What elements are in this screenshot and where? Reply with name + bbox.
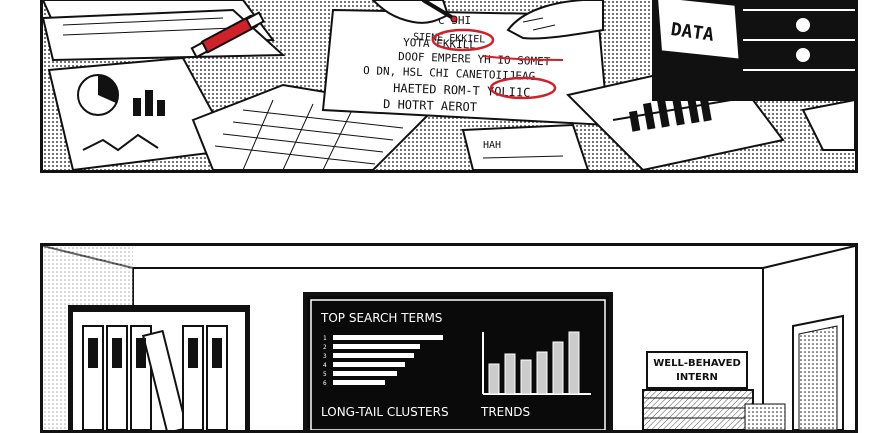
binder-shelf — [68, 305, 250, 430]
rank-bar — [333, 353, 414, 358]
rank-list: 1 2 3 4 5 6 — [323, 335, 443, 387]
doc-line-6: HAETED ROM-T YOLI1C — [393, 81, 531, 100]
intern-stack: WELL-BEHAVED INTERN — [642, 351, 754, 430]
doc-line-5: O DN, HSL CHI CANETOIIJEAG — [363, 64, 536, 83]
rank-bar — [333, 380, 385, 385]
red-underline — [482, 55, 564, 61]
monitor: TOP SEARCH TERMS 1 2 3 4 5 6 LONG-TAIL CLUSTE… — [303, 292, 613, 430]
rank-bar — [333, 362, 405, 367]
corner-paper — [801, 98, 855, 151]
doc-line-2: SIENE EKKIEL — [413, 32, 486, 46]
sign-line-2: INTERN — [676, 372, 718, 383]
monitor-title: TOP SEARCH TERMS — [320, 311, 442, 325]
hand-holding-pen — [371, 0, 458, 24]
door — [744, 314, 844, 430]
red-circle-highlight — [489, 76, 557, 100]
bottom-comic-panel: TOP SEARCH TERMS 1 2 3 4 5 6 LONG-TAIL CLUSTE… — [40, 243, 858, 433]
hand-resting — [506, 0, 604, 40]
rank-number: 1 — [323, 335, 327, 342]
rank-number: 3 — [323, 353, 327, 360]
top-comic-panel: C SHI SIENE EKKIEL YOTA EKKILL DOOF EMPE… — [40, 0, 858, 173]
monitor-label-trends: TRENDS — [480, 405, 530, 419]
doc-line-3: YOTA EKKILL — [403, 36, 477, 52]
rank-bar — [333, 335, 443, 340]
red-circle-highlight — [431, 28, 495, 52]
small-paper-text: HAH — [483, 140, 501, 151]
office-illustration: TOP SEARCH TERMS 1 2 3 4 5 6 LONG-TAIL CLUSTE… — [43, 246, 855, 430]
doc-line-4: DOOF EMPERE YH IO SOMET — [398, 50, 551, 68]
rank-number: 2 — [323, 344, 327, 351]
desk-illustration: C SHI SIENE EKKIEL YOTA EKKILL DOOF EMPE… — [43, 0, 855, 170]
doc-line-7: D HOTRT AEROT — [383, 97, 477, 114]
trends-chart — [482, 331, 591, 395]
rank-number: 4 — [323, 362, 327, 369]
sign-line-1: WELL-BEHAVED — [653, 358, 741, 369]
rank-bar — [333, 344, 420, 349]
small-paper: HAH — [461, 123, 590, 170]
rank-number: 5 — [323, 371, 327, 378]
monitor-label-long-tail: LONG-TAIL CLUSTERS — [321, 405, 449, 419]
data-binders: DATA — [652, 0, 855, 101]
pie-chart-paper — [47, 56, 235, 170]
rank-number: 6 — [323, 380, 327, 387]
red-marker — [190, 11, 265, 59]
rank-bar — [333, 371, 397, 376]
